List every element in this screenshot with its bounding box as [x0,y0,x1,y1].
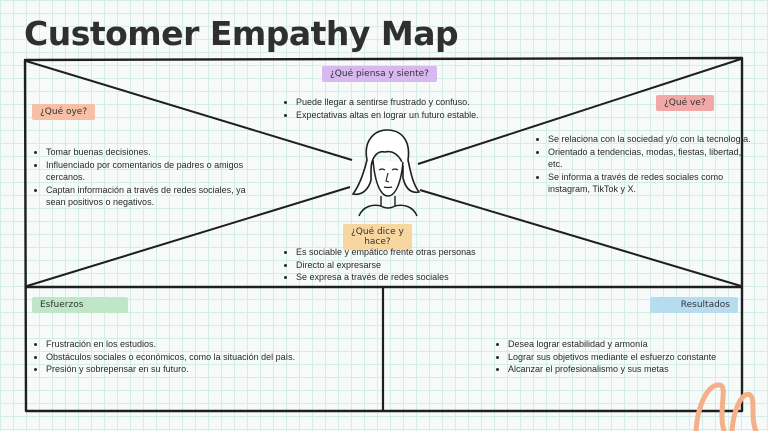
list-item: Es sociable y empático frente otras pers… [296,246,536,259]
says-does-label-line2: hace? [364,237,391,247]
thinks-label: ¿Qué piensa y siente? [322,66,437,82]
list-item: Captan información a través de redes soc… [46,184,246,209]
says-does-label: ¿Qué dice y hace? [343,224,412,250]
says-does-list: Es sociable y empático frente otras pers… [284,246,536,284]
list-item: Puede llegar a sentirse frustrado y conf… [296,96,536,109]
list-item: Se informa a través de redes sociales co… [548,171,753,196]
list-item: Alcanzar el profesionalismo y sus metas [508,363,758,376]
decorative-squiggle-icon [693,382,759,431]
hears-list: Tomar buenas decisiones. Influenciado po… [34,146,246,209]
list-item: Se relaciona con la sociedad y/o con la … [548,133,753,146]
list-item: Influenciado por comentarios de padres o… [46,159,246,184]
sees-label: ¿Qué ve? [656,95,714,111]
customer-face-icon [351,129,421,217]
list-item: Tomar buenas decisiones. [46,146,246,159]
list-item: Obstáculos sociales o económicos, como l… [46,351,386,364]
list-item: Expectativas altas en lograr un futuro e… [296,109,536,122]
says-does-label-line1: ¿Qué dice y [351,227,404,237]
list-item: Directo al expresarse [296,259,536,272]
results-label: Resultados [650,297,738,313]
sees-list: Se relaciona con la sociedad y/o con la … [536,133,753,196]
efforts-label: Esfuerzos [32,297,128,313]
hears-label: ¿Qué oye? [32,104,96,120]
list-item: Orientado a tendencias, modas, fiestas, … [548,146,753,171]
efforts-list: Frustración en los estudios. Obstáculos … [34,338,386,376]
list-item: Se expresa a través de redes sociales [296,271,536,284]
page-title: Customer Empathy Map [24,14,459,53]
list-item: Desea lograr estabilidad y armonía [508,338,758,351]
thinks-list: Puede llegar a sentirse frustrado y conf… [284,96,536,121]
results-list: Desea lograr estabilidad y armonía Logra… [496,338,758,376]
list-item: Frustración en los estudios. [46,338,386,351]
list-item: Lograr sus objetivos mediante el esfuerz… [508,351,758,364]
list-item: Presión y sobrepensar en su futuro. [46,363,386,376]
